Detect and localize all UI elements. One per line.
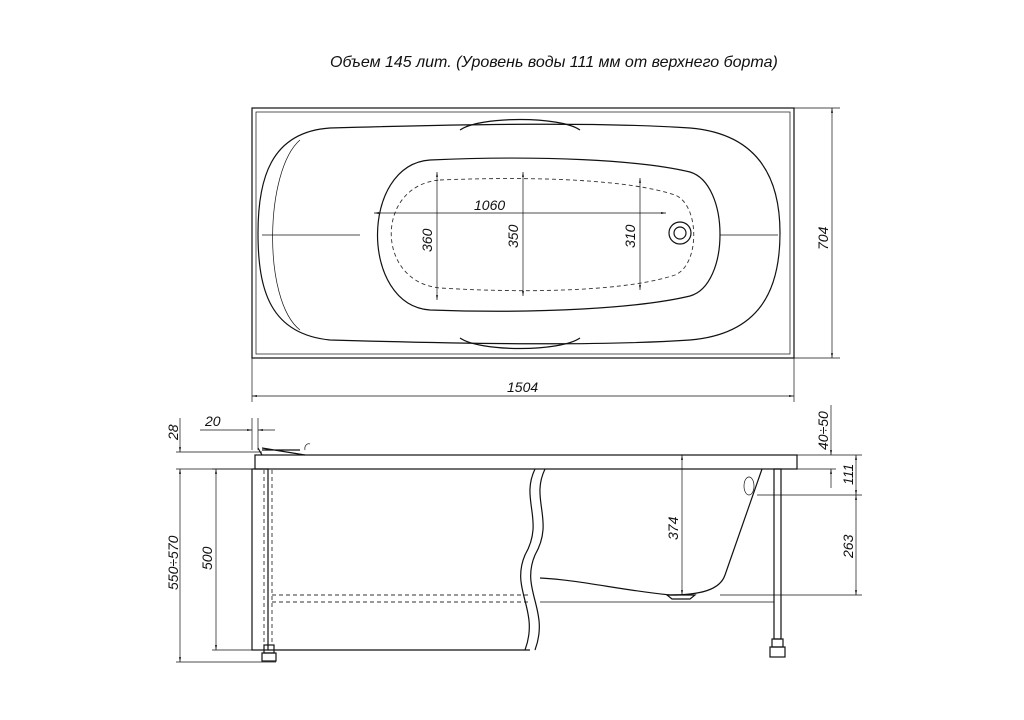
dim-width-left: 360 xyxy=(419,228,435,252)
dim-inner-length: 1060 xyxy=(474,197,505,213)
dim-panel-height: 500 xyxy=(199,546,215,570)
dim-overall-width: 704 xyxy=(815,226,831,250)
side-view: 28 20 550÷570 500 374 40÷50 111 263 xyxy=(165,405,862,663)
dim-rim-overhang: 20 xyxy=(204,413,221,429)
dim-overall-length: 1504 xyxy=(507,379,538,395)
dim-water-level: 111 xyxy=(840,464,856,485)
top-view: 1060 360 350 310 704 1504 xyxy=(251,107,840,402)
dim-rim-thickness: 28 xyxy=(165,424,181,441)
drawing-title: Объем 145 лит. (Уровень воды 111 мм от в… xyxy=(330,54,778,71)
dim-depth: 374 xyxy=(665,516,681,540)
drain-icon xyxy=(668,221,692,245)
dim-width-right: 310 xyxy=(622,224,638,248)
dim-water-depth: 263 xyxy=(840,534,856,559)
dim-leg-adjust: 40÷50 xyxy=(815,411,831,450)
dim-total-height: 550÷570 xyxy=(165,535,181,590)
dim-width-mid: 350 xyxy=(505,224,521,248)
